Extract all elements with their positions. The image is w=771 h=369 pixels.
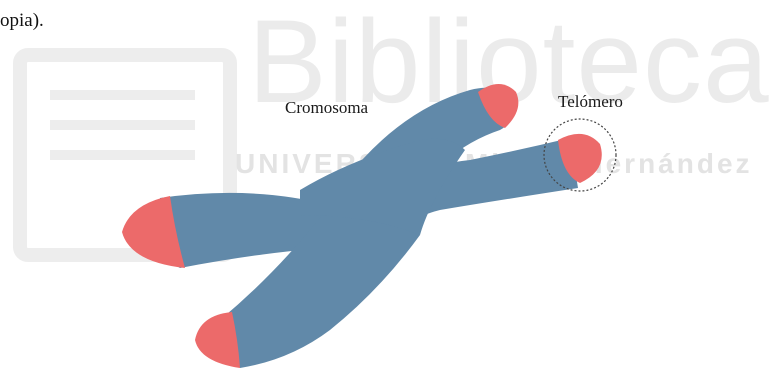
telomere-label: Telómero [558, 92, 623, 112]
telomere-cap-lower [195, 312, 240, 368]
chromosome-label: Cromosoma [285, 98, 368, 118]
